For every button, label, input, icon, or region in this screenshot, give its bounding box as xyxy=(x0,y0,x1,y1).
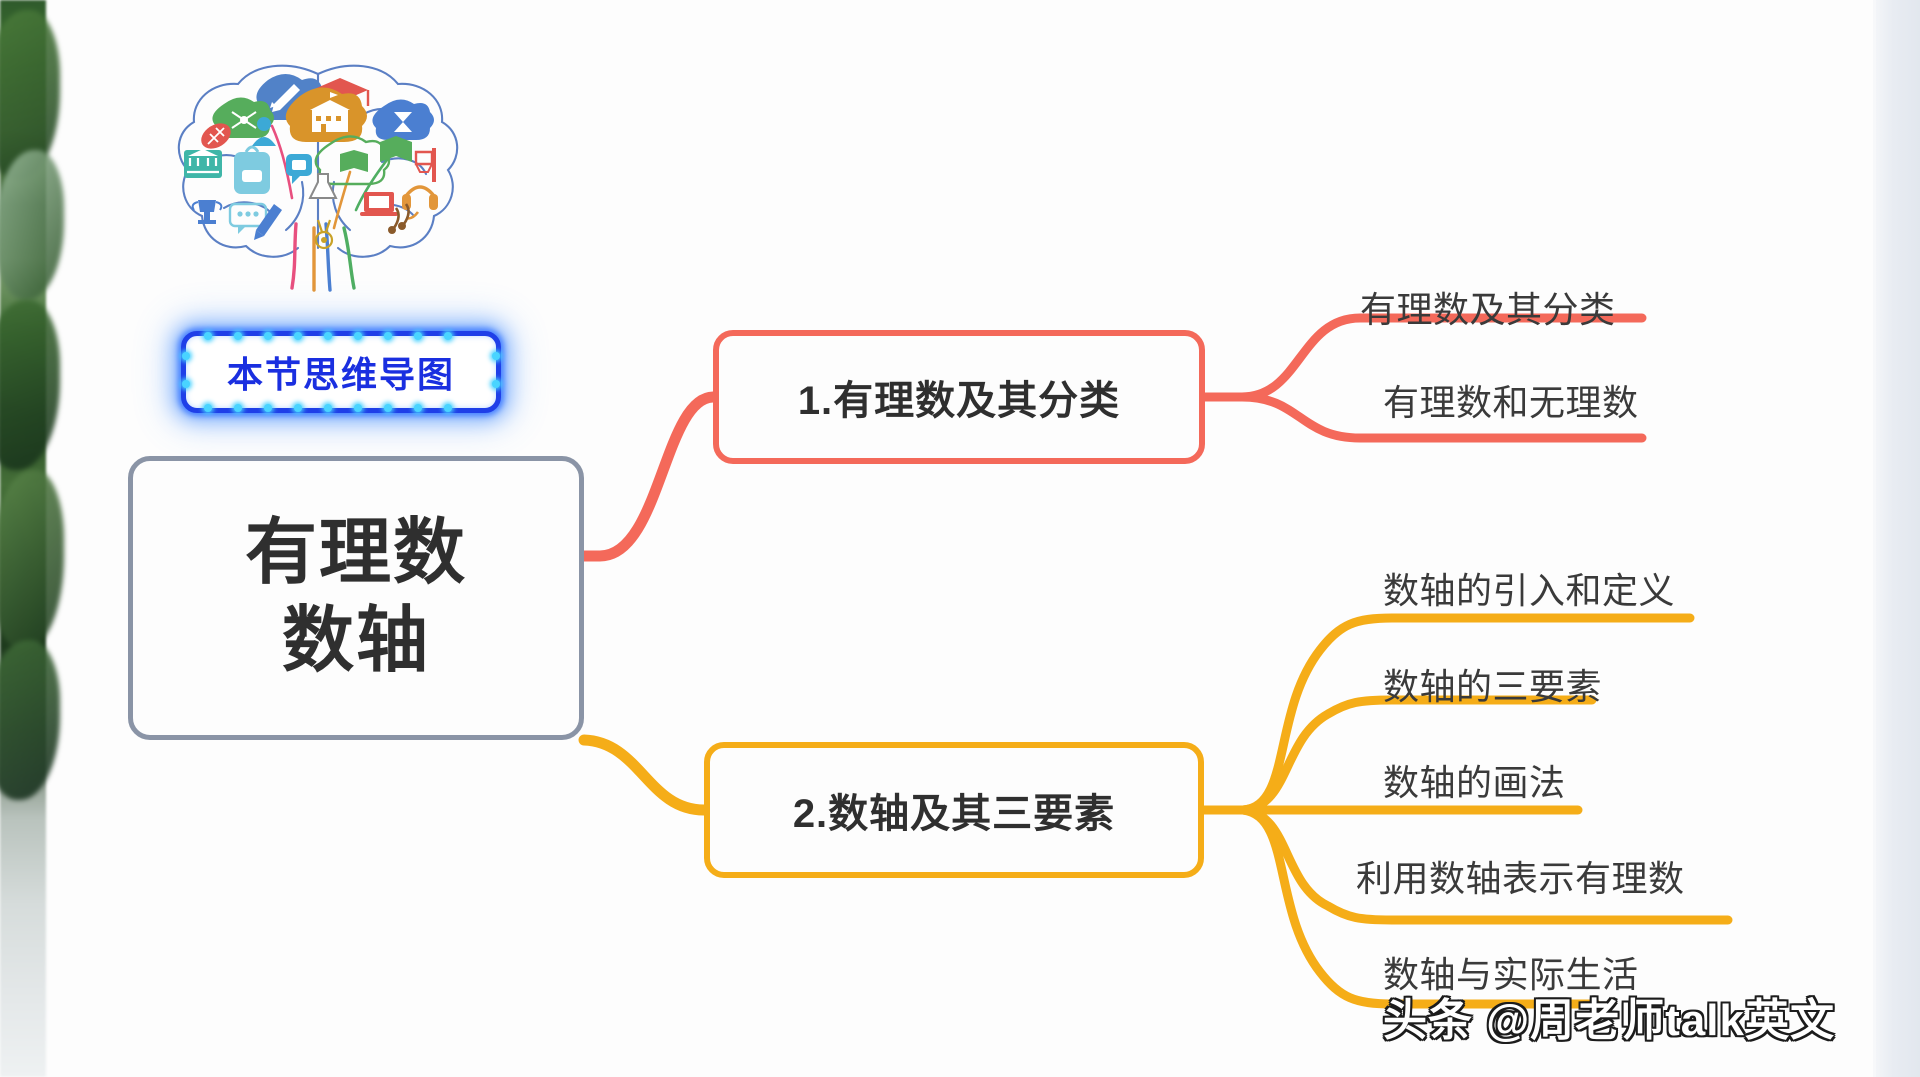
basketball-hoop-icon xyxy=(414,148,436,182)
chat-square-icon xyxy=(286,154,312,184)
school-bubble-icon xyxy=(285,87,367,142)
pen-icon xyxy=(254,204,282,240)
chat-dots-icon xyxy=(228,202,268,234)
section-title-plate: 本节思维导图 xyxy=(181,331,501,413)
open-book-icon xyxy=(380,136,412,162)
museum-icon xyxy=(184,149,222,178)
root-title-line-1: 有理数 xyxy=(244,513,467,594)
leaf-label-2-4[interactable]: 利用数轴表示有理数 xyxy=(1356,858,1685,899)
root-title-line-2: 数轴 xyxy=(281,601,430,681)
football-icon xyxy=(201,123,231,149)
leaf-label-2-2[interactable]: 数轴的三要素 xyxy=(1383,666,1603,707)
root-node[interactable]: 有理数 数轴 xyxy=(128,456,584,740)
branch-node-2[interactable]: 2.数轴及其三要素 xyxy=(704,742,1204,878)
plant-leaf xyxy=(0,470,64,650)
leaf-label-2-3[interactable]: 数轴的画法 xyxy=(1383,762,1566,803)
watermark-text: 头条 @周老师talk英文 xyxy=(1383,996,1835,1045)
trophy-icon xyxy=(191,200,223,224)
headphones-icon xyxy=(402,185,438,220)
leaf-label-2-1[interactable]: 数轴的引入和定义 xyxy=(1383,570,1676,611)
book-bubble-icon xyxy=(314,135,391,186)
brain-illustration-icon xyxy=(168,52,468,292)
section-title-text: 本节思维导图 xyxy=(226,355,455,396)
hourglass-bubble-icon xyxy=(372,99,434,140)
board-right-seam xyxy=(1873,0,1876,1077)
leaf-label-1-1[interactable]: 有理数及其分类 xyxy=(1360,289,1616,330)
branch-node-1[interactable]: 1.有理数及其分类 xyxy=(713,330,1205,464)
right-background-strip xyxy=(1876,0,1920,1077)
laptop-icon xyxy=(360,192,398,216)
flask-icon xyxy=(308,173,338,199)
plant-leaf xyxy=(0,150,64,300)
plate-bulbs xyxy=(182,332,500,412)
plant-photo-strip xyxy=(0,0,64,1077)
leaf-label-1-2[interactable]: 有理数和无理数 xyxy=(1383,382,1639,423)
brain-icon-svg xyxy=(177,64,459,292)
branch-2-label: 2.数轴及其三要素 xyxy=(792,792,1116,836)
music-notes-icon xyxy=(388,203,410,234)
person-icon xyxy=(252,117,276,146)
medal-icon xyxy=(314,219,334,250)
branch-1-label: 1.有理数及其分类 xyxy=(797,379,1121,423)
backpack-icon xyxy=(234,145,270,194)
